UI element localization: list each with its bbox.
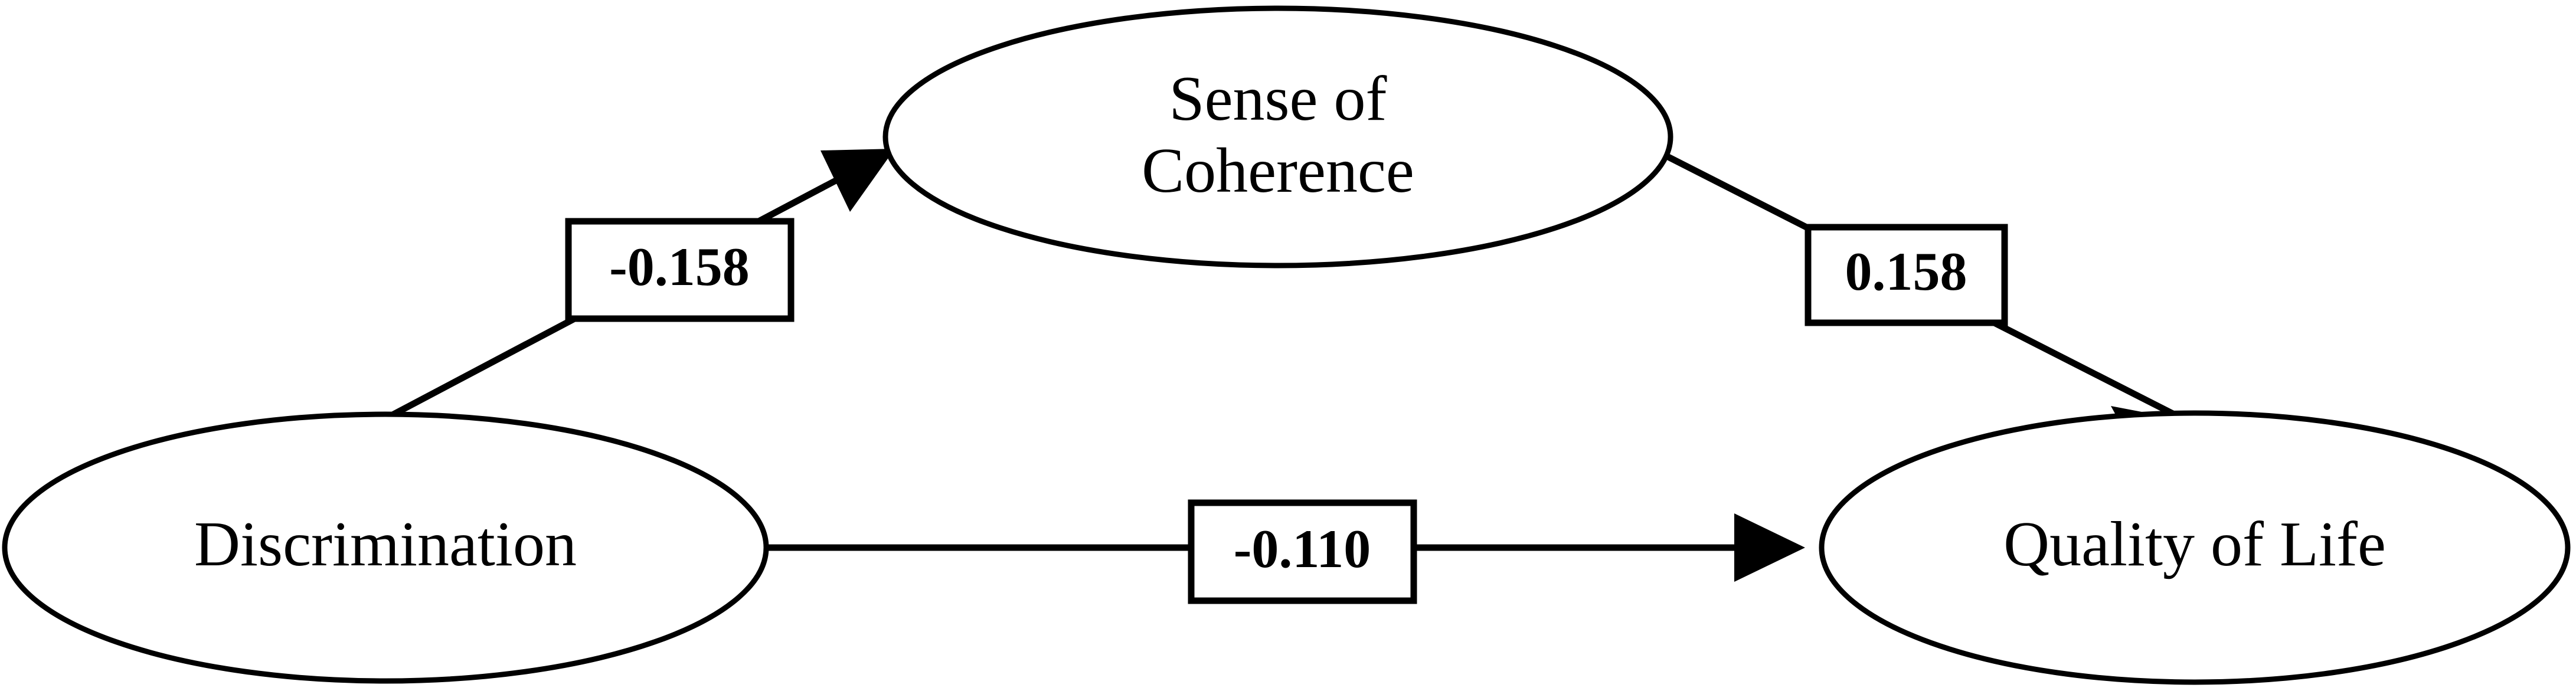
coefficient-box-rect-path-a[interactable] — [565, 218, 795, 322]
node-sense-of-coherence[interactable]: Sense of Coherence — [882, 5, 1673, 268]
node-ellipse-quality-of-life[interactable] — [1819, 410, 2571, 685]
node-label-sense-of-coherence-line2: Coherence — [1142, 136, 1414, 206]
node-label-sense-of-coherence-line1: Sense of — [1169, 64, 1387, 134]
coefficient-label-direct-effect: -0.110 — [1234, 519, 1371, 579]
arrowhead-icon-direct-effect — [1734, 513, 1805, 582]
coefficient-label-path-a: -0.158 — [609, 237, 750, 297]
node-ellipse-discrimination[interactable] — [2, 411, 769, 684]
node-label-discrimination: Discrimination — [194, 509, 577, 579]
coefficient-box-path-a[interactable]: -0.158 — [565, 218, 795, 322]
coefficient-box-rect-direct-effect[interactable] — [1188, 499, 1417, 604]
node-quality-of-life[interactable]: Quality of Life — [1819, 410, 2571, 685]
arrowhead-icon-path-a — [820, 149, 895, 212]
coefficient-box-rect-path-b[interactable] — [1804, 224, 2008, 326]
node-ellipse-sense-of-coherence[interactable] — [882, 5, 1673, 268]
node-label-quality-of-life: Quality of Life — [2003, 509, 2386, 579]
node-discrimination[interactable]: Discrimination — [2, 411, 769, 684]
coefficient-box-direct-effect[interactable]: -0.110 — [1188, 499, 1417, 604]
coefficient-label-path-b: 0.158 — [1845, 241, 1967, 302]
coefficient-box-path-b[interactable]: 0.158 — [1804, 224, 2008, 326]
